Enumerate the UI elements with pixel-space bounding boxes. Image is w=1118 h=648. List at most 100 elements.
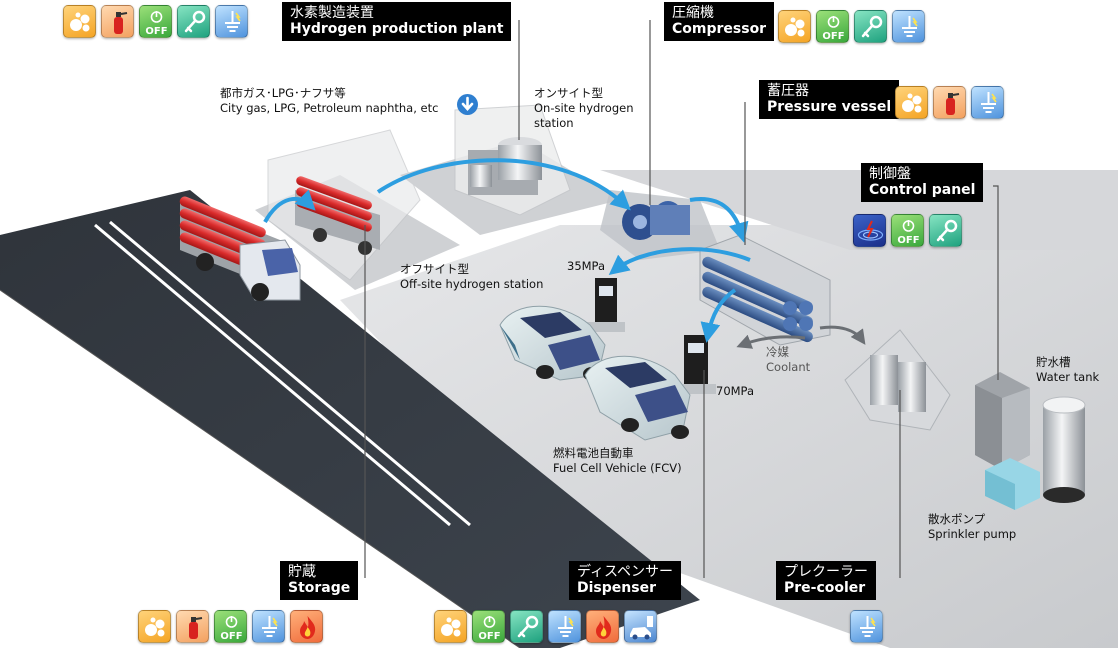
- label-fcv: 燃料電池自動車 Fuel Cell Vehicle (FCV): [553, 446, 682, 476]
- ground-plate-right: [600, 170, 1118, 250]
- callout-leader-lines: [364, 20, 999, 578]
- label-en-2: station: [534, 115, 574, 130]
- tube-trailer-truck: [179, 196, 301, 301]
- coolant-arrows: [736, 325, 866, 349]
- label-en: City gas, LPG, Petroleum naphtha, etc: [220, 100, 439, 115]
- callout-en: Compressor: [672, 21, 767, 38]
- hydrogen-flow-arrows: [263, 158, 751, 343]
- label-pressure: 35MPa: [567, 259, 606, 273]
- pressure-vessel-rack: [699, 234, 831, 346]
- label-pressure: 70MPa: [716, 384, 755, 398]
- icon-row-dispenser: OFF: [434, 610, 657, 643]
- callout-en: Dispenser: [577, 580, 656, 597]
- fire-extinguisher-icon: [933, 86, 966, 119]
- label-feedstock: 都市ガス･LPG･ナフサ等 City gas, LPG, Petroleum n…: [220, 86, 438, 116]
- callout-storage: 貯蔵 Storage: [280, 561, 359, 601]
- icon-row-pressure-vessel: [895, 86, 1004, 119]
- label-en: Sprinkler pump: [928, 526, 1017, 541]
- callout-compressor: 圧縮機 Compressor: [664, 2, 775, 42]
- label-sprinkler: 散水ポンプ Sprinkler pump: [928, 512, 1016, 542]
- label-en-1: On-site hydrogen: [534, 100, 634, 115]
- callout-dispenser: ディスペンサー Dispenser: [569, 561, 682, 601]
- gas-leak-detector-icon: [895, 86, 928, 119]
- dispenser-70mpa: [676, 335, 716, 394]
- control-panel-cabinet: [975, 372, 1030, 470]
- road-edge: [0, 289, 521, 648]
- label-jp: 貯水槽: [1036, 355, 1071, 369]
- icon-row-compressor: OFF: [778, 10, 925, 43]
- gas-leak-detector-icon: [138, 610, 171, 643]
- callout-jp: 貯蔵: [288, 564, 316, 580]
- gas-leak-detector-icon: [63, 5, 96, 38]
- earthquake-sensor-icon: [853, 214, 886, 247]
- label-offsite: オフサイト型 Off-site hydrogen station: [400, 262, 543, 292]
- off-text: OFF: [822, 31, 844, 42]
- key-lock-icon: [177, 5, 210, 38]
- emergency-shutoff-icon: OFF: [472, 610, 505, 643]
- callout-jp: 蓄圧器: [767, 83, 809, 99]
- off-text: OFF: [478, 631, 500, 642]
- label-jp: オフサイト型: [400, 262, 469, 276]
- callout-en: Pressure vessel: [767, 99, 892, 116]
- emergency-shutoff-icon: OFF: [816, 10, 849, 43]
- key-lock-icon: [929, 214, 962, 247]
- key-lock-icon: [854, 10, 887, 43]
- icon-row-hydrogen-plant: OFF: [63, 5, 248, 38]
- grounding-icon: [892, 10, 925, 43]
- grounding-icon: [252, 610, 285, 643]
- callout-precooler: プレクーラー Pre-cooler: [776, 561, 876, 601]
- callout-jp: 水素製造装置: [290, 5, 374, 21]
- callout-pressure-vessel: 蓄圧器 Pressure vessel: [759, 80, 900, 120]
- emergency-shutoff-icon: OFF: [214, 610, 247, 643]
- road-line-1: [94, 223, 451, 527]
- grounding-icon: [548, 610, 581, 643]
- emergency-shutoff-icon: OFF: [139, 5, 172, 38]
- off-text: OFF: [145, 26, 167, 37]
- flow-arrow-compressor-to-vessel: [689, 197, 749, 243]
- callout-en: Storage: [288, 580, 351, 597]
- label-70mpa: 70MPa: [716, 384, 754, 399]
- sprinkler-pump: [985, 458, 1040, 510]
- flame-detector-icon: [290, 610, 323, 643]
- callout-jp: ディスペンサー: [577, 564, 674, 580]
- flow-arrow-trailer-to-compressor: [376, 158, 631, 211]
- fire-extinguisher-icon: [101, 5, 134, 38]
- grounding-icon: [215, 5, 248, 38]
- dispenser-35mpa: [587, 278, 625, 332]
- fire-extinguisher-icon: [176, 610, 209, 643]
- grounding-icon: [850, 610, 883, 643]
- label-en: Water tank: [1036, 369, 1100, 384]
- label-en: Fuel Cell Vehicle (FCV): [553, 460, 682, 475]
- precooler-unit: [844, 329, 951, 431]
- fuel-cell-vehicle-2: [584, 355, 691, 441]
- off-text: OFF: [220, 631, 242, 642]
- icon-row-control-panel: OFF: [853, 214, 962, 247]
- emergency-shutoff-icon: OFF: [891, 214, 924, 247]
- vehicle-collision-icon: [624, 610, 657, 643]
- label-en: Coolant: [766, 359, 811, 374]
- road: [0, 190, 700, 648]
- callout-hydrogen-plant: 水素製造装置 Hydrogen production plant: [282, 2, 512, 42]
- label-water-tank: 貯水槽 Water tank: [1036, 355, 1099, 385]
- icon-row-storage: OFF: [138, 610, 323, 643]
- compressor-unit: [600, 190, 720, 260]
- callout-jp: プレクーラー: [784, 564, 868, 580]
- label-jp: 都市ガス･LPG･ナフサ等: [220, 86, 346, 100]
- flame-detector-icon: [586, 610, 619, 643]
- off-text: OFF: [897, 235, 919, 246]
- road-line-2: [109, 220, 471, 527]
- water-tank: [1042, 396, 1086, 503]
- coolant-arrow-out: [819, 325, 866, 345]
- label-jp: オンサイト型: [534, 86, 603, 100]
- callout-jp: 圧縮機: [672, 5, 714, 21]
- label-jp: 冷媒: [766, 345, 789, 359]
- label-coolant: 冷媒 Coolant: [766, 345, 810, 375]
- flow-arrow-vessel-to-70mpa: [700, 288, 737, 343]
- label-35mpa: 35MPa: [567, 259, 605, 274]
- flow-arrow-vessel-to-35mpa: [608, 247, 751, 275]
- arrow-down-icon: [457, 94, 478, 115]
- flow-arrow-truck-to-trailer: [263, 189, 316, 224]
- label-jp: 燃料電池自動車: [553, 446, 634, 460]
